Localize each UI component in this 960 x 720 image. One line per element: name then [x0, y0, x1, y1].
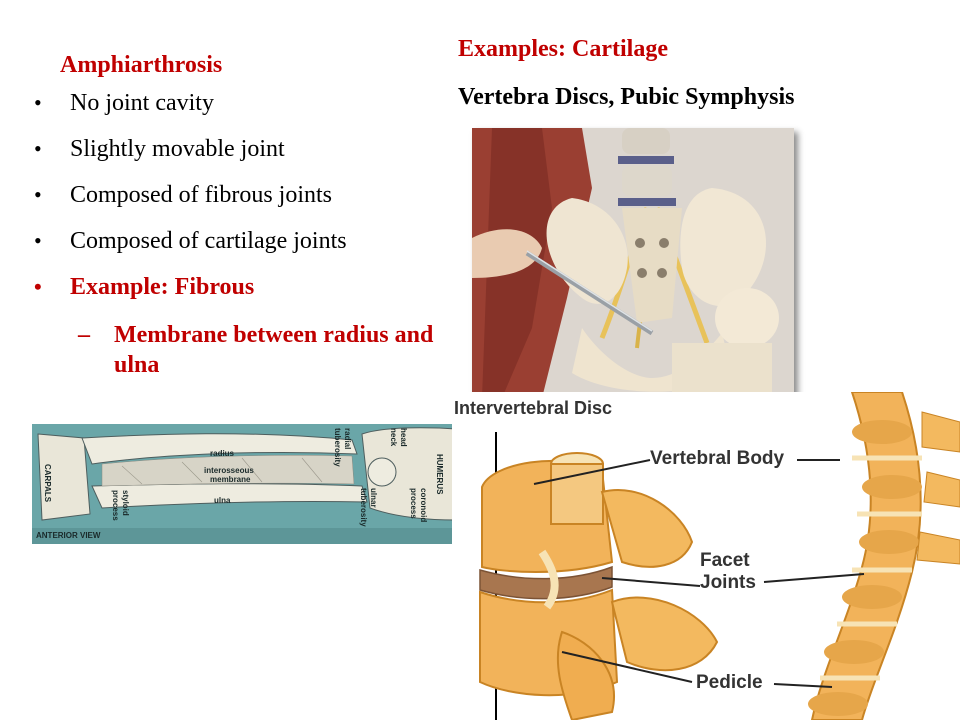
- label-radius: radius: [210, 449, 235, 458]
- label-process1: process: [111, 490, 120, 521]
- right-subtitle: Vertebra Discs, Pubic Symphysis: [458, 84, 795, 110]
- forearm-diagram: radius interosseous membrane ulna CARPAL…: [32, 424, 456, 544]
- pelvis-photo-graphic: [472, 128, 794, 398]
- bullet-item: Slightly movable joint: [34, 134, 347, 164]
- spine-graphic: [452, 392, 960, 720]
- label-pedicle: Pedicle: [696, 672, 763, 693]
- label-humerus: HUMERUS: [435, 454, 444, 495]
- left-title: Amphiarthrosis: [60, 52, 223, 78]
- label-head: head: [399, 428, 408, 447]
- forearm-graphic: [32, 424, 456, 544]
- label-radial: radial: [343, 428, 352, 450]
- label-tuberosity1: tuberosity: [333, 428, 342, 467]
- label-membrane: membrane: [210, 475, 251, 484]
- label-facet: Facet: [700, 550, 750, 571]
- bullet-item: Composed of cartilage joints: [34, 226, 347, 256]
- label-anterior-view: ANTERIOR VIEW: [36, 531, 101, 540]
- label-styloid: styloid: [121, 490, 130, 516]
- spine-illustration: Intervertebral Disc Vertebral Body Facet…: [452, 392, 960, 720]
- bullet-item: No joint cavity: [34, 88, 347, 118]
- label-ulnar: ulnar: [369, 488, 378, 508]
- right-title: Examples: Cartilage: [458, 36, 668, 62]
- label-joints: Joints: [700, 572, 756, 593]
- pelvis-photo: [472, 128, 794, 398]
- sub-bullet: Membrane between radius and ulna: [78, 320, 444, 380]
- label-tuberosity2: tuberosity: [359, 488, 368, 527]
- bullet-item: Composed of fibrous joints: [34, 180, 347, 210]
- label-neck: neck: [389, 428, 398, 447]
- label-intervertebral-disc: Intervertebral Disc: [454, 398, 613, 418]
- label-carpals: CARPALS: [43, 464, 52, 503]
- bullet-list: No joint cavity Slightly movable joint C…: [34, 88, 347, 318]
- label-vertebral-body: Vertebral Body: [650, 448, 785, 469]
- label-interosseous: interosseous: [204, 466, 254, 475]
- bullet-item-example: Example: Fibrous: [34, 272, 347, 302]
- label-coronoid: coronoid: [419, 488, 428, 523]
- label-ulna: ulna: [214, 496, 231, 505]
- label-process2: process: [409, 488, 418, 519]
